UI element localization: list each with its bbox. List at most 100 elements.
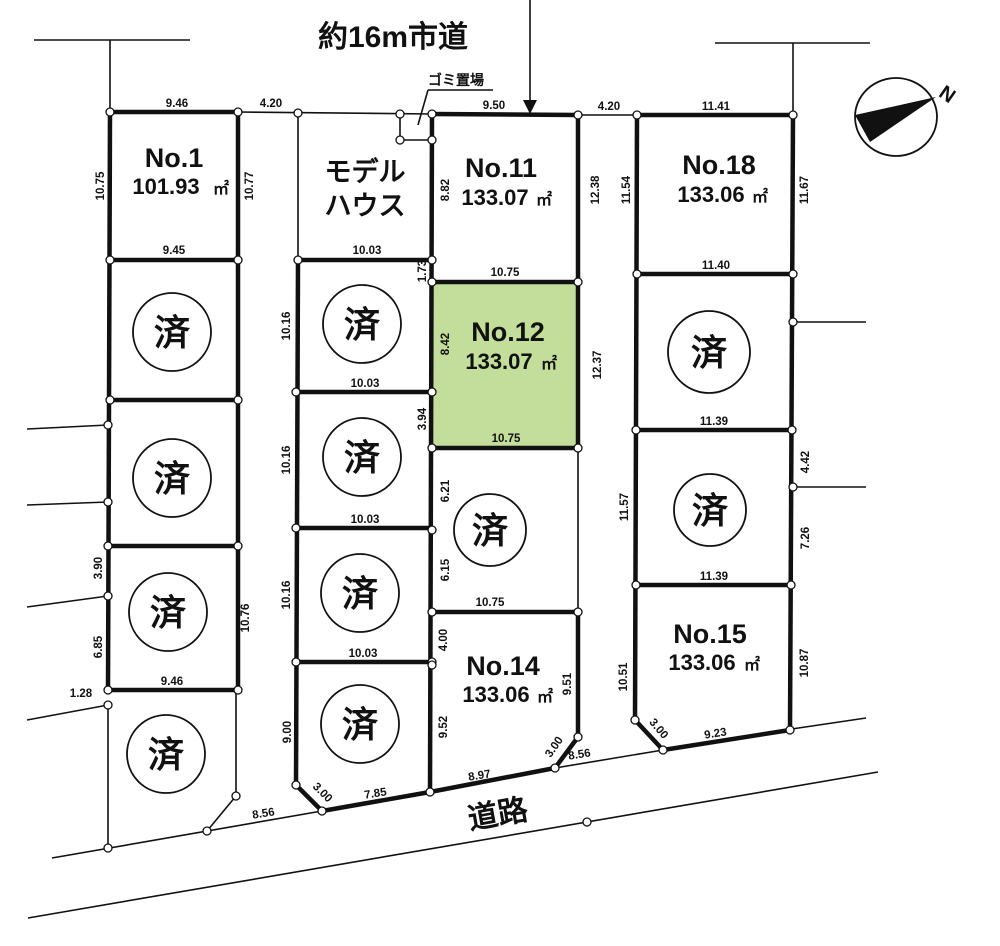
- svg-text:10.87: 10.87: [799, 649, 811, 678]
- context-lines: [26, 0, 879, 919]
- sold-badge-icon: 済: [322, 417, 402, 497]
- sold-badge-icon: 済: [132, 438, 212, 518]
- svg-text:7.85: 7.85: [364, 786, 389, 801]
- svg-text:10.77: 10.77: [244, 172, 256, 201]
- svg-text:3.94: 3.94: [417, 407, 429, 430]
- svg-text:10.03: 10.03: [351, 514, 380, 526]
- sold-badge-icon: 済: [320, 553, 400, 633]
- svg-text:10.75: 10.75: [95, 171, 107, 200]
- svg-text:11.54: 11.54: [621, 175, 633, 204]
- sold-badge-icon: 済: [128, 572, 208, 652]
- svg-text:済: 済: [692, 491, 728, 532]
- svg-text:3.90: 3.90: [93, 557, 105, 579]
- lot-no15-area: 133.06: [668, 650, 735, 675]
- svg-text:8.56: 8.56: [252, 806, 276, 821]
- lot-no11[interactable]: No.11 133.07 ㎡: [461, 153, 552, 210]
- svg-text:1.73: 1.73: [417, 260, 429, 282]
- sold-badge-icon: 済: [126, 714, 206, 794]
- lot-no12-fill: [432, 282, 578, 448]
- sold-badge-icon: 済: [667, 310, 751, 394]
- svg-text:4.00: 4.00: [438, 629, 450, 651]
- svg-text:4.42: 4.42: [800, 451, 812, 473]
- svg-text:8.56: 8.56: [568, 747, 592, 762]
- area-unit: ㎡: [536, 190, 552, 209]
- lot-boundaries: [105, 109, 796, 814]
- svg-text:6.15: 6.15: [440, 558, 452, 581]
- svg-text:11.39: 11.39: [700, 416, 728, 428]
- svg-text:10.03: 10.03: [349, 648, 378, 660]
- lot-no12-label: No.12: [471, 317, 545, 347]
- lot-model-house[interactable]: モデル ハウス: [325, 156, 406, 221]
- svg-text:10.51: 10.51: [618, 662, 630, 691]
- svg-text:済: 済: [691, 333, 727, 374]
- svg-text:11.41: 11.41: [702, 101, 731, 113]
- svg-text:4.20: 4.20: [598, 101, 620, 113]
- area-unit: ㎡: [744, 655, 760, 674]
- lot-no18-label: No.18: [682, 150, 756, 180]
- lot-no11-label: No.11: [465, 153, 537, 183]
- sold-badge-icon: 済: [320, 684, 400, 764]
- model-house-label-1: モデル: [325, 156, 406, 187]
- area-unit: ㎡: [752, 187, 768, 206]
- lot-no11-area: 133.07: [461, 185, 528, 210]
- lot-no12[interactable]: No.12 133.07 ㎡: [465, 317, 557, 374]
- svg-text:6.85: 6.85: [93, 635, 105, 658]
- svg-text:済: 済: [342, 574, 378, 615]
- lot-no14[interactable]: No.14 133.06 ㎡: [462, 651, 553, 707]
- svg-text:済: 済: [148, 735, 184, 776]
- sold-badge-icon: 済: [322, 284, 402, 364]
- svg-text:11.67: 11.67: [799, 176, 811, 204]
- svg-text:済: 済: [472, 511, 508, 552]
- svg-text:済: 済: [154, 459, 190, 500]
- sold-badge-icon: 済: [132, 292, 212, 372]
- lot-no1-area: 101.93: [132, 174, 199, 199]
- svg-text:9.52: 9.52: [438, 716, 450, 738]
- svg-text:9.23: 9.23: [704, 726, 728, 741]
- svg-text:9.00: 9.00: [282, 721, 294, 743]
- area-unit: ㎡: [541, 354, 557, 373]
- svg-text:9.51: 9.51: [562, 672, 574, 695]
- lot-no1-label: No.1: [145, 143, 204, 173]
- svg-text:8.97: 8.97: [468, 768, 492, 783]
- sold-badge-icon: 済: [673, 473, 747, 547]
- road-label: 道路: [466, 793, 532, 836]
- sold-marks: 済 済 済 済 済 済 済 済 済 済 済: [126, 284, 751, 794]
- area-unit: ㎡: [213, 179, 229, 198]
- area-unit: ㎡: [537, 687, 553, 706]
- lot-no12-area: 133.07: [465, 349, 532, 374]
- svg-text:済: 済: [342, 705, 378, 746]
- svg-text:済: 済: [154, 313, 190, 354]
- lot-no1[interactable]: No.1 101.93 ㎡: [132, 143, 229, 199]
- svg-text:済: 済: [344, 438, 380, 479]
- svg-text:7.26: 7.26: [800, 527, 812, 549]
- svg-text:9.45: 9.45: [163, 245, 186, 257]
- svg-text:9.46: 9.46: [166, 98, 188, 110]
- svg-text:済: 済: [150, 593, 186, 634]
- svg-text:11.57: 11.57: [619, 493, 631, 521]
- lot-no18[interactable]: No.18 133.06 ㎡: [677, 150, 768, 207]
- compass-n-label: N: [935, 82, 959, 108]
- svg-text:10.16: 10.16: [281, 446, 293, 475]
- lot-no15-label: No.15: [673, 619, 747, 649]
- survey-points: [103, 107, 798, 853]
- svg-text:9.50: 9.50: [483, 100, 505, 112]
- svg-text:10.75: 10.75: [492, 433, 521, 445]
- road-title: 約16m市道: [318, 20, 468, 54]
- svg-text:10.75: 10.75: [491, 267, 520, 279]
- svg-text:済: 済: [344, 305, 380, 346]
- sold-badge-icon: 済: [453, 493, 527, 567]
- north-compass-icon: N: [854, 77, 959, 157]
- model-house-label-2: ハウス: [325, 191, 406, 221]
- svg-text:10.75: 10.75: [476, 597, 505, 609]
- svg-text:8.42: 8.42: [440, 333, 452, 355]
- svg-text:10.16: 10.16: [281, 312, 293, 341]
- svg-text:1.28: 1.28: [70, 688, 93, 700]
- lot-no14-label: No.14: [466, 651, 540, 681]
- lot-no15[interactable]: No.15 133.06 ㎡: [668, 619, 760, 675]
- svg-text:12.38: 12.38: [590, 175, 602, 204]
- svg-text:11.40: 11.40: [702, 260, 730, 272]
- svg-text:10.16: 10.16: [281, 581, 293, 610]
- garbage-area-label: ゴミ置場: [428, 72, 484, 88]
- svg-text:10.03: 10.03: [353, 245, 382, 257]
